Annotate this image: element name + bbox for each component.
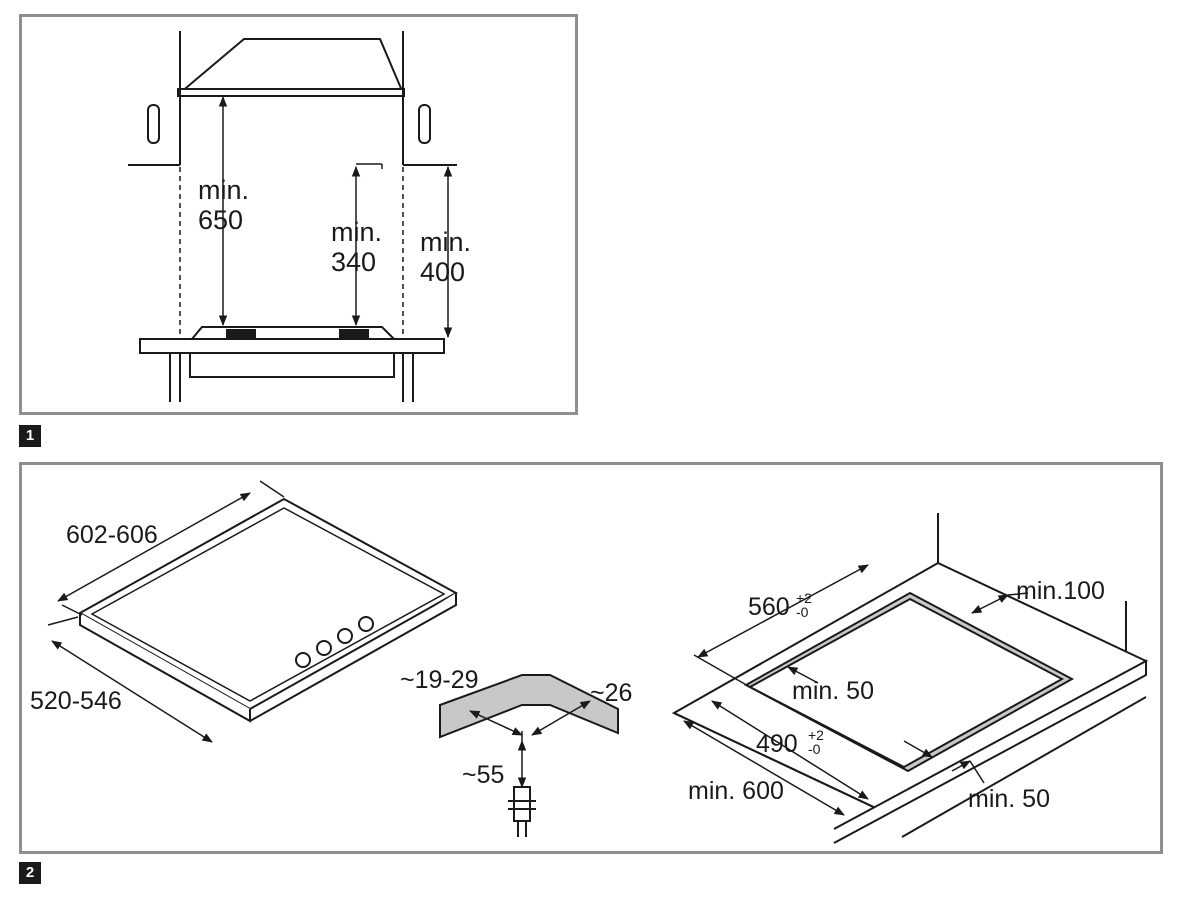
dim-arrow-19-29	[469, 710, 523, 736]
label-cutout-width-tol-plus: +2	[796, 590, 812, 606]
control-knob-1	[295, 652, 311, 668]
dim-arrow-min50-front	[951, 760, 971, 772]
hob-burner-left	[226, 329, 256, 338]
label-side-min: min.	[420, 227, 471, 257]
figure-1-panel: min. 650 min. 340 min. 400	[19, 14, 578, 415]
hood-bottom-rail	[177, 88, 405, 97]
control-knob-4	[358, 616, 374, 632]
dim-arrow-min100	[971, 594, 1009, 614]
hood-clearance-diagram: min. 650 min. 340 min. 400	[128, 31, 471, 402]
label-hood-650: 650	[198, 205, 243, 235]
label-worktop-depth: min. 600	[688, 777, 784, 805]
label-front-margin: min. 50	[968, 785, 1050, 813]
label-cutout-depth: 490	[756, 730, 798, 758]
label-cutout-depth-tol-plus: +2	[808, 727, 824, 743]
label-cutout-depth-tol-minus: -0	[808, 741, 821, 757]
label-cabinet-min: min.	[331, 217, 382, 247]
right-wall-slot	[418, 104, 431, 144]
worktop-section	[439, 674, 619, 739]
label-hob-width: 602-606	[66, 521, 158, 549]
worktop	[139, 338, 445, 354]
figure-1-badge: 1	[19, 425, 41, 447]
figure-2-panel: 602-606 520-546 ~19-29 ~26 ~55	[19, 462, 1163, 854]
control-knob-3	[337, 628, 353, 644]
hob-body	[189, 352, 395, 378]
hob-burner-right	[339, 329, 369, 338]
label-hob-depth: 520-546	[30, 687, 122, 715]
label-worktop-thickness-max: ~26	[590, 679, 632, 707]
label-cutout-side-margin: min. 50	[792, 677, 874, 705]
label-cabinet-340: 340	[331, 247, 376, 277]
dim-arrow-520-546	[51, 640, 213, 743]
cutout-dimensions-diagram: 602-606 520-546 ~19-29 ~26 ~55	[30, 480, 1149, 844]
worktop-front-edge	[833, 659, 1147, 844]
label-worktop-thickness: ~19-29	[400, 666, 479, 694]
dim-arrow-min50-side	[787, 666, 819, 684]
extractor-hood	[177, 38, 405, 94]
dim-arrow-602-606	[57, 492, 251, 602]
dim-arrow-560	[697, 564, 869, 658]
label-side-400: 400	[420, 257, 465, 287]
label-rear-clearance: min.100	[1016, 577, 1105, 605]
dim-arrow-600	[683, 720, 845, 816]
label-cutout-width-tol-minus: -0	[796, 604, 809, 620]
control-knob-2	[316, 640, 332, 656]
label-cutout-width: 560	[748, 593, 790, 621]
figure-2-badge: 2	[19, 862, 41, 884]
left-wall-slot	[147, 104, 160, 144]
label-hood-min: min.	[198, 175, 249, 205]
dim-arrow-26	[531, 700, 591, 736]
label-clamp-depth: ~55	[462, 761, 504, 789]
fixing-clamp	[513, 786, 531, 822]
